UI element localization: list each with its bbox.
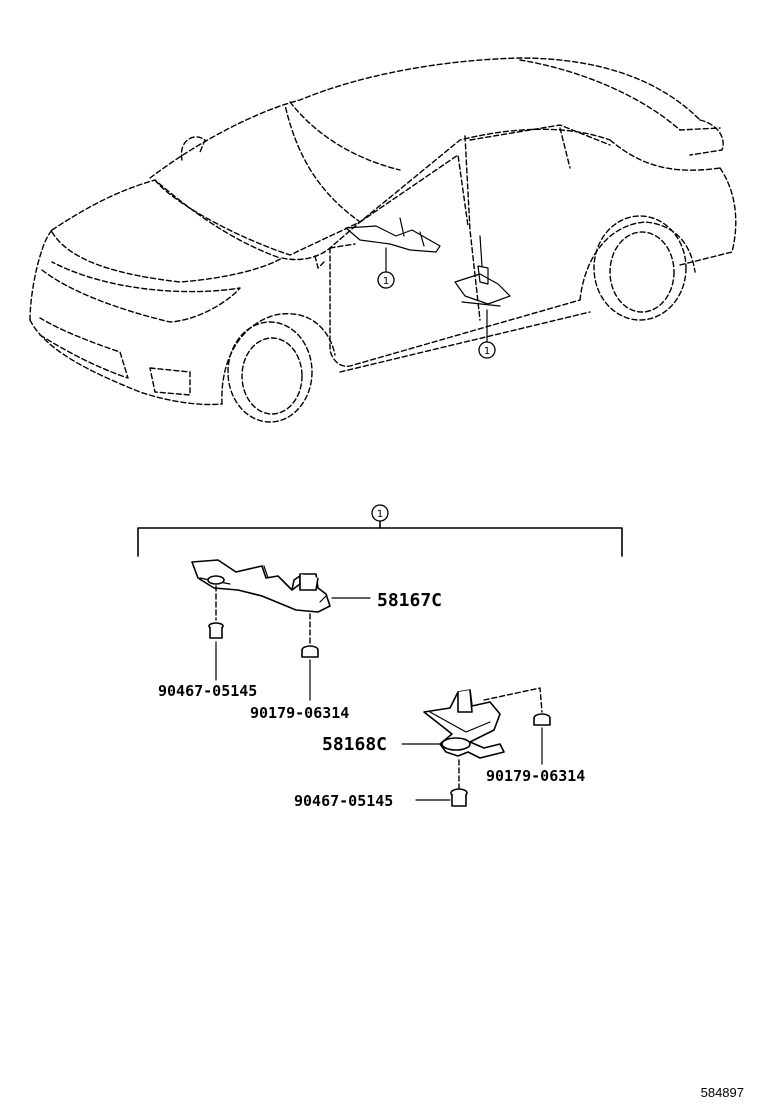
group-callout: 1 bbox=[371, 504, 389, 522]
car-callout-front: 1 bbox=[377, 271, 395, 289]
label-upper-bolt: 90467-05145 bbox=[158, 682, 257, 700]
label-upper-nut: 90179-06314 bbox=[250, 704, 349, 722]
group-bracket bbox=[137, 519, 623, 557]
label-58168c: 58168C bbox=[322, 734, 387, 755]
bracket-58168c-drawing bbox=[423, 689, 505, 759]
svg-text:1: 1 bbox=[383, 276, 389, 287]
bracket-58167c-drawing bbox=[191, 559, 331, 613]
illustration-ref-number: 584897 bbox=[701, 1085, 744, 1100]
label-lower-nut: 90179-06314 bbox=[486, 767, 585, 785]
nut-lower-drawing bbox=[533, 713, 551, 726]
car-illustration bbox=[29, 57, 737, 423]
bolt-lower-drawing bbox=[450, 788, 468, 807]
nut-upper-drawing bbox=[301, 645, 319, 658]
label-58167c: 58167C bbox=[377, 590, 442, 611]
svg-text:1: 1 bbox=[377, 509, 383, 520]
svg-text:1: 1 bbox=[484, 346, 490, 357]
car-callout-rear: 1 bbox=[478, 341, 496, 359]
bolt-upper-drawing bbox=[208, 622, 224, 639]
dash-lower-nut bbox=[483, 687, 543, 713]
label-lower-bolt: 90467-05145 bbox=[294, 792, 393, 810]
